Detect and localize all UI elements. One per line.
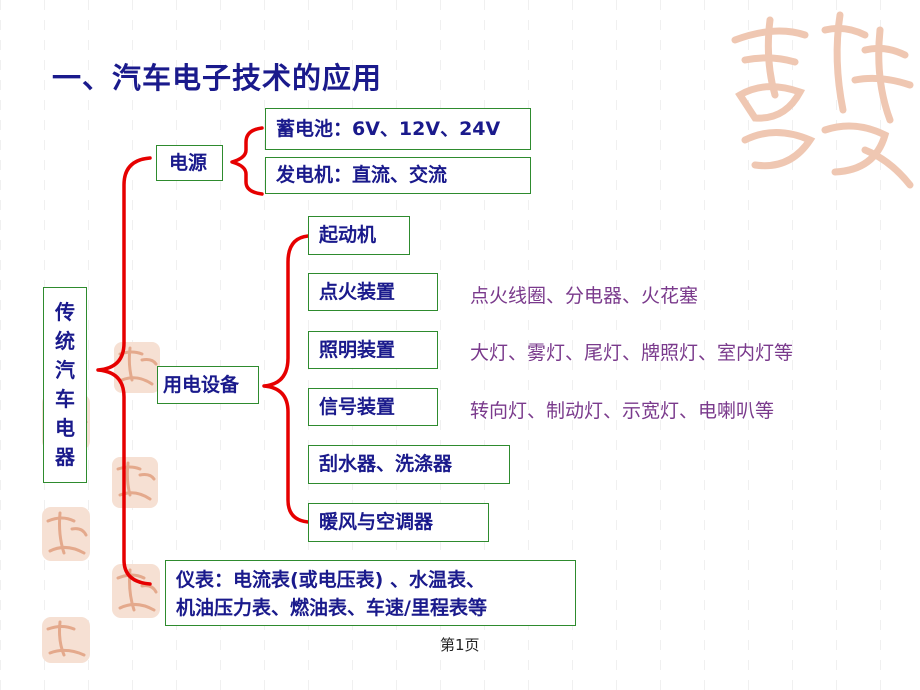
slide-title: 一、汽车电子技术的应用 <box>52 61 383 95</box>
lighting-description: 大灯、雾灯、尾灯、牌照灯、室内灯等 <box>470 342 794 364</box>
bracket-power <box>230 126 264 196</box>
instruments-line-1: 仪表：电流表(或电压表) 、水温表、 <box>176 569 485 591</box>
equipment-item-signal: 信号装置 <box>308 388 438 426</box>
equipment-box: 用电设备 <box>157 366 259 404</box>
equipment-item-starter: 起动机 <box>308 216 410 255</box>
equipment-item-wiper: 刮水器、洗涤器 <box>308 445 510 484</box>
equipment-item-heating-ac: 暖风与空调器 <box>308 503 489 542</box>
root-char: 车 <box>55 387 75 411</box>
battery-box: 蓄电池：6V、12V、24V <box>265 108 531 150</box>
root-char: 电 <box>55 416 75 440</box>
root-char: 汽 <box>55 358 75 382</box>
generator-box: 发电机：直流、交流 <box>265 157 531 194</box>
root-char: 统 <box>55 329 75 353</box>
power-source-box: 电源 <box>156 145 223 181</box>
instruments-box: 仪表：电流表(或电压表) 、水温表、 机油压力表、燃油表、车速/里程表等 <box>165 560 576 626</box>
root-char: 器 <box>55 445 75 469</box>
root-char: 传 <box>55 300 75 324</box>
root-box: 传 统 汽 车 电 器 <box>43 287 87 483</box>
instruments-line-2: 机油压力表、燃油表、车速/里程表等 <box>176 596 487 619</box>
signal-description: 转向灯、制动灯、示宽灯、电喇叭等 <box>470 400 775 422</box>
page-number: 第1页 <box>440 636 480 654</box>
bracket-main <box>96 156 152 586</box>
ignition-description: 点火线圈、分电器、火花塞 <box>470 285 699 307</box>
equipment-item-lighting: 照明装置 <box>308 331 438 369</box>
equipment-item-ignition: 点火装置 <box>308 273 438 311</box>
bracket-equipment <box>262 234 310 524</box>
